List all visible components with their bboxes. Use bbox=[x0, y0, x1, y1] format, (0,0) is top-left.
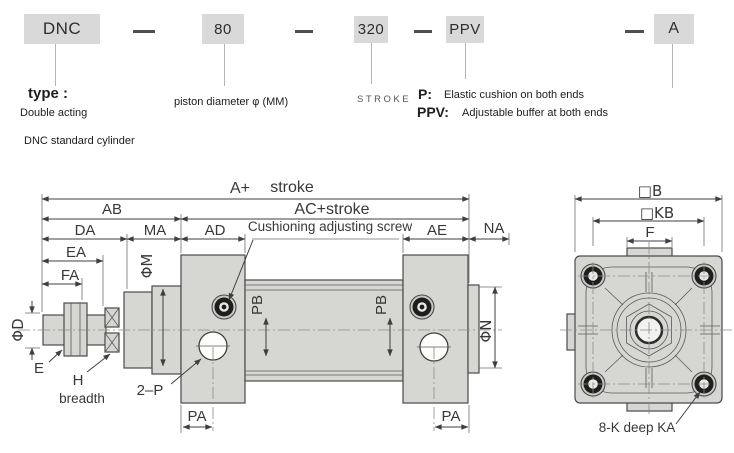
dim-a-plus: A+ bbox=[230, 180, 250, 197]
cushion-screw-front bbox=[211, 294, 237, 320]
cushion-ppv-key: PPV: bbox=[417, 104, 449, 120]
code-box-sensor: A bbox=[654, 14, 694, 44]
dim-h: H bbox=[73, 372, 84, 389]
dim-fa: FA bbox=[61, 267, 79, 284]
leader-line bbox=[224, 44, 225, 86]
bearing-cap bbox=[123, 285, 182, 375]
type-desc-1: Double acting bbox=[20, 107, 88, 119]
cushion-screw-rear bbox=[409, 294, 435, 320]
dim-f: F bbox=[645, 224, 654, 241]
dim-2p: 2–P bbox=[137, 382, 164, 399]
dimension-lines bbox=[29, 196, 510, 430]
code-separator bbox=[414, 30, 432, 33]
mounting-hole-note: 8-K deep KA bbox=[599, 420, 676, 435]
type-title: type : bbox=[28, 85, 69, 102]
leader-line bbox=[371, 43, 372, 84]
dim-phi-d: ΦD bbox=[9, 318, 27, 341]
dim-stroke-word: stroke bbox=[270, 179, 314, 196]
dim-da: DA bbox=[75, 222, 96, 239]
air-port-front bbox=[196, 331, 230, 361]
dim-square-kb: □KB bbox=[640, 204, 674, 222]
dim-ad: AD bbox=[205, 222, 226, 239]
breadth-note: breadth bbox=[59, 391, 105, 406]
code-box-stroke: 320 bbox=[354, 16, 388, 43]
code-separator bbox=[625, 30, 644, 33]
piston-diameter-label: piston diameter φ (MM) bbox=[174, 96, 289, 108]
end-view: □B □KB F 8-K deep KA bbox=[560, 182, 733, 435]
dim-ac-stroke: AC+stroke bbox=[294, 201, 369, 218]
cushion-screw-note: Cushioning adjusting screw bbox=[248, 219, 413, 234]
front-head bbox=[180, 254, 246, 404]
cushion-ppv-desc: Adjustable buffer at both ends bbox=[462, 107, 608, 119]
code-separator bbox=[133, 30, 155, 33]
dim-pb-front: PB bbox=[249, 295, 266, 315]
leader-line bbox=[55, 44, 56, 86]
leader-line bbox=[465, 43, 466, 79]
cushion-p-key: P: bbox=[418, 86, 432, 102]
dim-phi-m: ΦM bbox=[138, 254, 156, 279]
dim-pa-front: PA bbox=[188, 408, 207, 425]
dim-ab: AB bbox=[102, 201, 122, 218]
centerlines bbox=[18, 329, 502, 431]
rod-nut bbox=[63, 302, 88, 357]
dim-ae: AE bbox=[427, 222, 447, 239]
dim-ma: MA bbox=[144, 222, 167, 239]
dim-phi-n: ΦN bbox=[477, 319, 495, 342]
code-box-model: DNC bbox=[24, 14, 100, 44]
leader-line bbox=[672, 44, 673, 88]
cushion-p-desc: Elastic cushion on both ends bbox=[444, 89, 585, 101]
code-box-cushion: PPV bbox=[446, 16, 484, 43]
dim-pb-rear: PB bbox=[373, 295, 390, 315]
wrench-flats bbox=[104, 307, 120, 353]
code-box-bore: 80 bbox=[202, 14, 244, 44]
cylinder-tube bbox=[244, 279, 404, 382]
ordering-code-section: DNC 80 320 PPV A type : Double acting DN… bbox=[0, 0, 734, 160]
type-desc-2: DNC standard cylinder bbox=[24, 135, 135, 147]
centerlines bbox=[560, 242, 733, 416]
dim-square-b: □B bbox=[638, 182, 662, 200]
dim-ea: EA bbox=[66, 244, 86, 261]
dimension-lines bbox=[574, 196, 723, 425]
dim-na: NA bbox=[484, 220, 505, 237]
stroke-label: STROKE bbox=[357, 94, 412, 105]
side-view: A+ stroke AB AC+stroke DA MA AD Cushioni… bbox=[9, 179, 510, 433]
leader-lines bbox=[48, 239, 254, 385]
code-separator bbox=[295, 30, 313, 33]
dim-e: E bbox=[34, 360, 44, 377]
dim-pa-rear: PA bbox=[442, 408, 461, 425]
rear-head bbox=[402, 254, 480, 404]
